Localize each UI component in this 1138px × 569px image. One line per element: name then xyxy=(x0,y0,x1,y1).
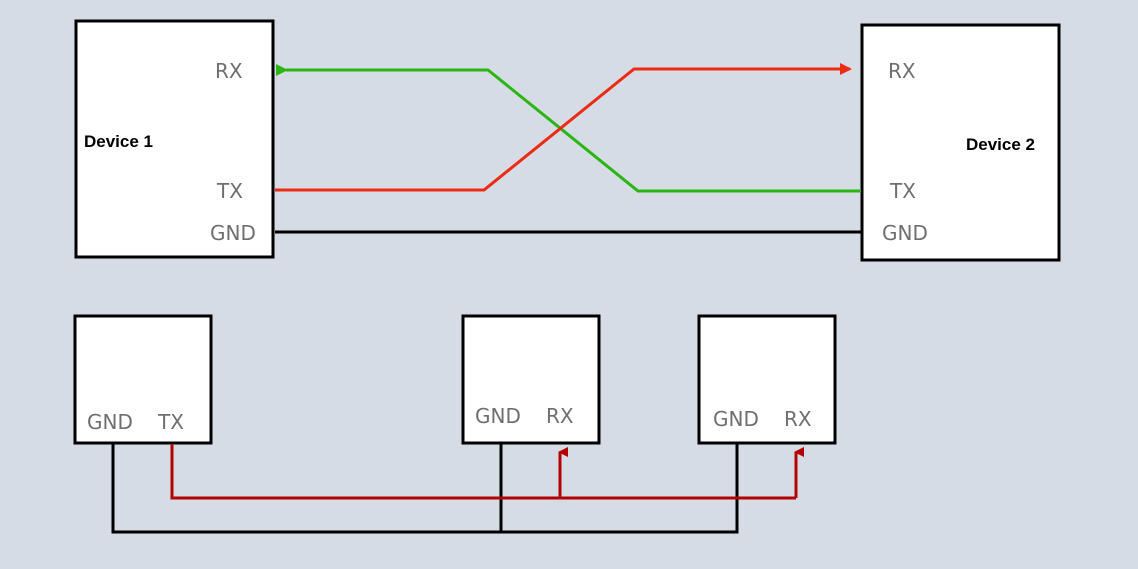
device2-box xyxy=(860,23,1061,262)
wire-ground-bottom-branch xyxy=(501,444,739,534)
sender-tx-label: TX xyxy=(157,410,184,434)
device2-tx-label: TX xyxy=(889,179,916,203)
device2-rx-label: RX xyxy=(888,59,916,83)
wire-device2-tx-to-device1-rx xyxy=(276,64,861,193)
sender-gnd-label: GND xyxy=(87,410,133,434)
sender-box xyxy=(73,314,213,445)
wire-tx-bus xyxy=(170,444,796,500)
receiver2-gnd-label: GND xyxy=(713,407,759,431)
device2-title: Device 2 xyxy=(966,135,1035,154)
receiver1-gnd-label: GND xyxy=(475,404,521,428)
receiver2-rx-label: RX xyxy=(784,407,812,431)
wire-device1-tx-to-device2-rx xyxy=(275,63,852,192)
device1-title: Device 1 xyxy=(84,132,153,151)
receiver1-box xyxy=(461,314,601,445)
receiver2-box xyxy=(697,314,837,445)
device1-tx-label: TX xyxy=(216,179,243,203)
device1-rx-label: RX xyxy=(215,59,243,83)
device2-gnd-label: GND xyxy=(882,221,928,245)
device1-box xyxy=(74,19,275,259)
wire-ground-bottom xyxy=(111,444,503,534)
receiver1-rx-label: RX xyxy=(546,404,574,428)
device1-gnd-label: GND xyxy=(210,221,256,245)
